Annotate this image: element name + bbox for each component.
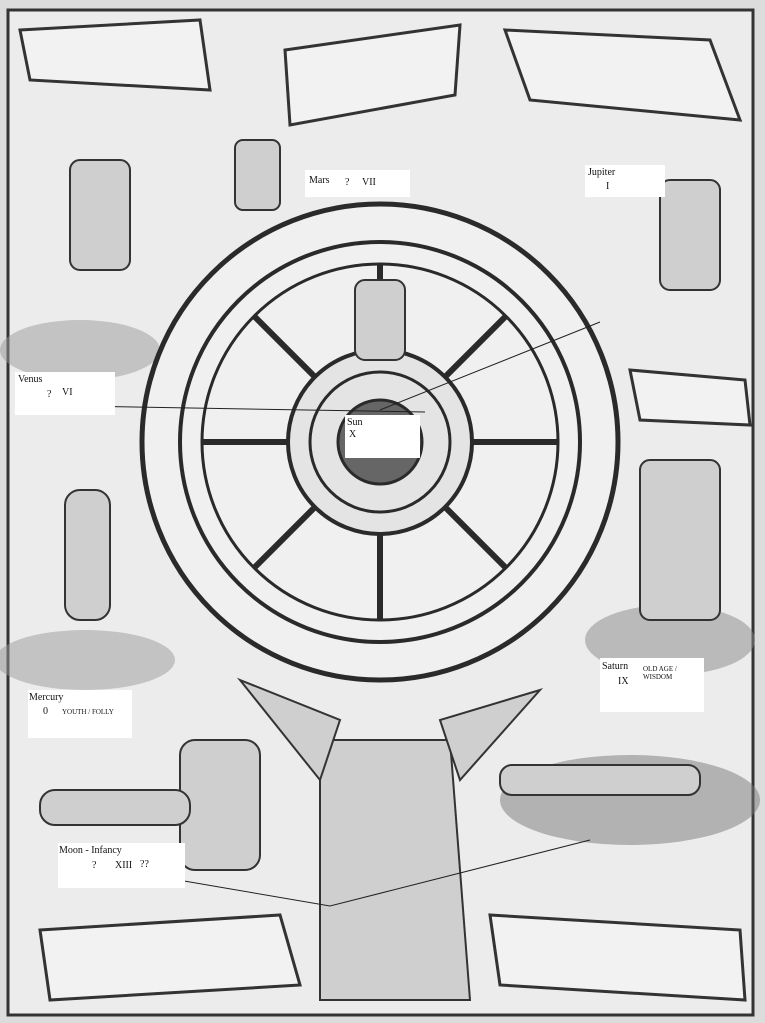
label-question: ? — [92, 860, 97, 871]
pointer-lines — [74, 321, 601, 907]
label-name: Saturn — [602, 661, 629, 672]
label-number: VI — [62, 387, 73, 398]
figures — [39, 139, 721, 1001]
label-mars: Mars ? VII — [305, 170, 410, 197]
label-name: Venus — [18, 374, 43, 385]
label-saturn: Saturn IX OLD AGE / WISDOM — [600, 658, 704, 712]
label-question: ? — [345, 177, 350, 188]
label-question-2: ?? — [140, 859, 149, 870]
label-note: OLD AGE / WISDOM — [643, 665, 677, 681]
label-name: Sun — [347, 417, 363, 428]
label-name: Jupiter — [588, 167, 616, 178]
label-note: YOUTH / FOLLY — [62, 708, 114, 716]
label-number: VII — [362, 177, 376, 188]
label-number: 0 — [43, 706, 48, 717]
label-mercury: Mercury 0 YOUTH / FOLLY — [28, 690, 132, 738]
label-sun: Sun X — [345, 415, 420, 458]
label-number: I — [606, 181, 610, 192]
scroll-banners — [18, 18, 752, 1002]
label-number: XIII — [115, 860, 133, 871]
label-venus: Venus ? VI — [15, 372, 115, 415]
label-name: Moon - Infancy — [59, 845, 122, 856]
label-moon: Moon - Infancy ? XIII ?? — [58, 843, 185, 888]
label-name: Mercury — [29, 692, 64, 703]
label-number: X — [349, 429, 357, 440]
label-question: ? — [47, 389, 52, 400]
label-name: Mars — [309, 175, 330, 186]
label-number: IX — [618, 676, 629, 687]
label-jupiter: Jupiter I — [585, 165, 665, 197]
